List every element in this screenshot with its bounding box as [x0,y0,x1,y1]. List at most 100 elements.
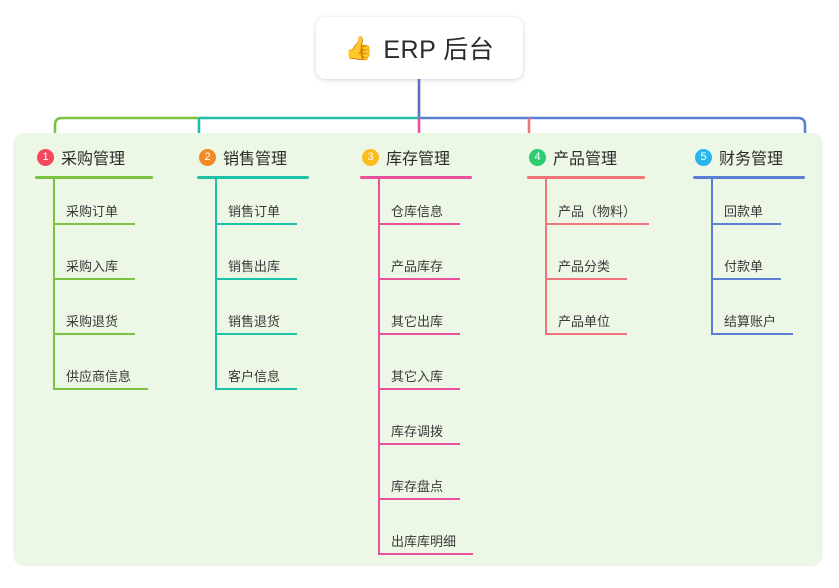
menu-item-label: 产品（物料） [558,204,637,219]
menu-item-underline [378,278,460,280]
menu-item[interactable]: 供应商信息 [35,344,153,399]
menu-item-underline [215,223,297,225]
menu-item-underline [711,333,793,335]
menu-item[interactable]: 采购订单 [35,179,153,234]
menu-item-underline [378,388,460,390]
column-badge-2: 2 [199,148,216,166]
columns-panel [13,133,823,566]
menu-item-label: 销售退货 [228,314,281,329]
menu-item-underline [53,278,135,280]
menu-item[interactable]: 客户信息 [197,344,309,399]
menu-item-underline [215,333,297,335]
menu-item[interactable]: 其它入库 [360,344,472,399]
menu-item-label: 采购入库 [66,259,119,274]
menu-item[interactable]: 回款单 [693,179,805,234]
menu-item-underline [711,278,781,280]
menu-item-underline [545,223,649,225]
menu-item[interactable]: 仓库信息 [360,179,472,234]
menu-item[interactable]: 结算账户 [693,289,805,344]
column-1: 1 采购管理采购订单采购入库采购退货供应商信息 [35,145,153,399]
column-spine-3 [378,179,380,555]
column-items-5: 回款单付款单结算账户 [693,179,805,344]
column-items-3: 仓库信息产品库存其它出库其它入库库存调拨库存盘点出库库明细 [360,179,473,564]
menu-item-label: 其它出库 [391,314,444,329]
menu-item-underline [53,223,135,225]
menu-item-underline [711,223,781,225]
column-title-3: 库存管理 [386,151,451,168]
menu-item[interactable]: 产品分类 [527,234,645,289]
menu-item-underline [378,333,460,335]
menu-item-label: 回款单 [724,204,764,219]
column-title-1: 采购管理 [61,151,126,168]
menu-item[interactable]: 销售出库 [197,234,309,289]
column-badge-1: 1 [37,148,54,166]
column-header-4[interactable]: 4 产品管理 [527,145,645,169]
menu-item[interactable]: 产品（物料） [527,179,649,234]
column-badge-4: 4 [529,148,546,166]
menu-item[interactable]: 采购退货 [35,289,153,344]
menu-item-label: 结算账户 [724,314,777,329]
menu-item-label: 销售订单 [228,204,281,219]
menu-item-label: 采购订单 [66,204,119,219]
menu-item[interactable]: 库存调拨 [360,399,472,454]
menu-item-underline [378,498,460,500]
column-underline-4 [527,176,645,179]
menu-item-underline [378,443,460,445]
menu-item[interactable]: 库存盘点 [360,454,472,509]
root-node[interactable]: 👍 ERP 后台 [316,17,523,79]
menu-item-label: 供应商信息 [66,369,132,384]
column-title-2: 销售管理 [223,151,288,168]
column-2: 2 销售管理销售订单销售出库销售退货客户信息 [197,145,309,399]
menu-item[interactable]: 销售订单 [197,179,309,234]
column-spine-2 [215,179,217,390]
menu-item-underline [545,333,627,335]
menu-item-label: 出库库明细 [391,534,457,549]
menu-item-underline [378,223,460,225]
column-items-2: 销售订单销售出库销售退货客户信息 [197,179,309,399]
column-drop-1 [53,116,63,150]
column-spine-1 [53,179,55,390]
menu-item-label: 采购退货 [66,314,119,329]
menu-item[interactable]: 采购入库 [35,234,153,289]
column-spine-5 [711,179,713,335]
menu-item[interactable]: 出库库明细 [360,509,473,564]
column-underline-3 [360,176,472,179]
menu-item-label: 库存调拨 [391,424,444,439]
thumbs-up-icon: 👍 [344,34,374,61]
column-underline-5 [693,176,805,179]
menu-item-underline [378,553,473,555]
column-title-4: 产品管理 [553,151,618,168]
menu-item-underline [545,278,627,280]
menu-item-underline [215,388,297,390]
column-spine-4 [545,179,547,335]
menu-item-label: 库存盘点 [391,479,444,494]
column-underline-2 [197,176,309,179]
menu-item-label: 销售出库 [228,259,281,274]
menu-item-label: 付款单 [724,259,764,274]
menu-item[interactable]: 销售退货 [197,289,309,344]
column-items-4: 产品（物料） 产品分类产品单位 [527,179,649,344]
column-badge-5: 5 [695,148,712,166]
menu-item[interactable]: 付款单 [693,234,805,289]
menu-item-label: 其它入库 [391,369,444,384]
menu-item-underline [215,278,297,280]
menu-item-label: 产品分类 [558,259,611,274]
menu-item-underline [53,388,148,390]
menu-item[interactable]: 产品单位 [527,289,645,344]
menu-item[interactable]: 其它出库 [360,289,472,344]
column-header-1[interactable]: 1 采购管理 [35,145,153,169]
column-underline-1 [35,176,153,179]
column-header-2[interactable]: 2 销售管理 [197,145,309,169]
column-items-1: 采购订单采购入库采购退货供应商信息 [35,179,153,399]
column-4: 4 产品管理产品（物料） 产品分类产品单位 [527,145,649,344]
menu-item-label: 产品单位 [558,314,611,329]
menu-item-label: 客户信息 [228,369,281,384]
menu-item-label: 仓库信息 [391,204,444,219]
menu-item[interactable]: 产品库存 [360,234,472,289]
menu-item-underline [53,333,135,335]
